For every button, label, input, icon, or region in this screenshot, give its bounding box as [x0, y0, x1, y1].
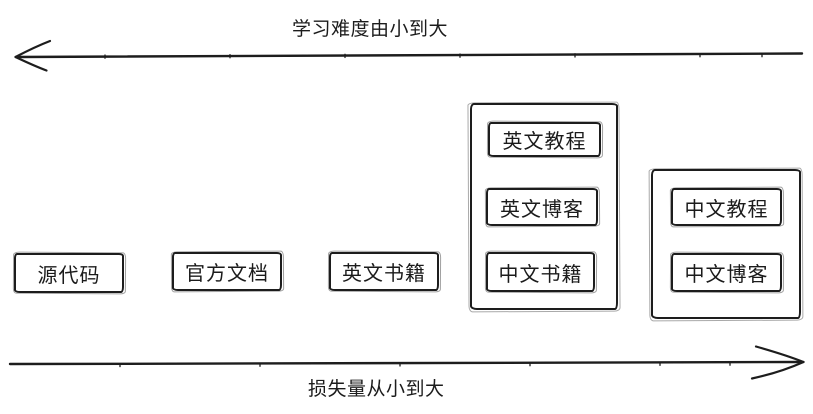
bottom-arrowhead-upper	[754, 345, 805, 364]
node-english-tutorials: 英文教程	[488, 122, 601, 157]
node-english-blogs: 英文博客	[486, 188, 598, 226]
top-arrowhead-upper	[14, 39, 52, 59]
node-label: 官方文档	[185, 263, 269, 285]
bottom-axis-label: 损失量从小到大	[308, 379, 445, 400]
top-arrowhead-lower	[14, 55, 48, 72]
top-arrow-line	[15, 52, 804, 59]
node-label: 中文博客	[684, 264, 769, 286]
bottom-arrow	[8, 345, 805, 380]
node-label: 英文教程	[502, 131, 587, 153]
top-arrow	[14, 39, 804, 72]
node-label: 中文书籍	[498, 263, 583, 286]
node-chinese-books: 中文书籍	[486, 252, 595, 292]
node-official-docs: 官方文档	[172, 252, 282, 291]
node-english-books: 英文书籍	[329, 252, 439, 291]
bottom-arrow-line	[8, 360, 802, 366]
group-box-chinese: 中文教程 中文博客	[651, 169, 801, 319]
node-chinese-blogs: 中文博客	[671, 253, 782, 292]
node-source-code: 源代码	[14, 253, 124, 293]
top-axis-label: 学习难度由小到大	[292, 19, 449, 40]
node-label: 中文教程	[684, 198, 769, 221]
bottom-arrowhead-lower	[750, 360, 805, 380]
node-label: 源代码	[37, 264, 101, 287]
node-chinese-tutorials: 中文教程	[671, 188, 782, 226]
node-label: 英文博客	[500, 198, 584, 221]
group-box-english-chinese: 英文教程 英文博客 中文书籍	[470, 103, 618, 310]
node-label: 英文书籍	[342, 263, 426, 285]
